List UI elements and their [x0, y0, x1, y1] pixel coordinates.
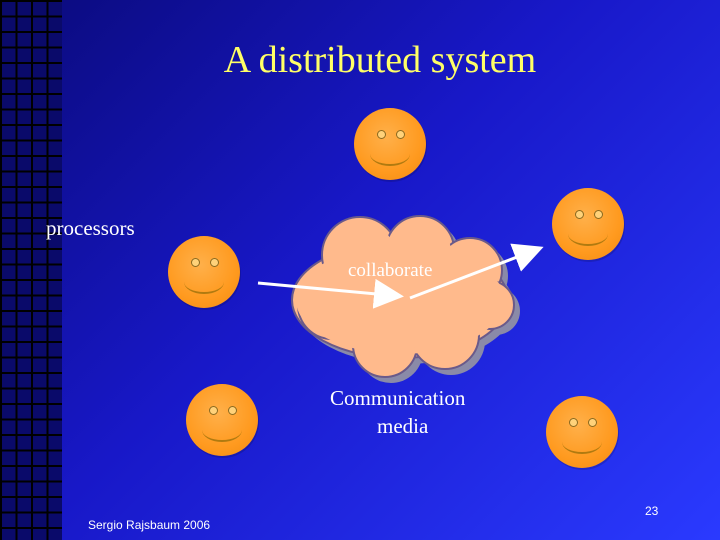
collaborate-label: collaborate [348, 260, 433, 281]
grid-pattern [0, 0, 62, 540]
author-footer: Sergio Rajsbaum 2006 [88, 518, 211, 532]
media-label: media [377, 414, 429, 438]
processors-label: processors [46, 216, 135, 240]
page-number: 23 [645, 504, 659, 518]
slide-title: A distributed system [223, 39, 537, 81]
smiley-face-icon [354, 108, 426, 180]
smiley-face-icon [168, 236, 240, 308]
communication-label: Communication [330, 386, 466, 410]
smiley-face-icon [552, 188, 624, 260]
arrow-to-processor [409, 243, 544, 300]
arrow-to-cloud [257, 278, 404, 309]
smiley-face-icon [186, 384, 258, 456]
smiley-face-icon [546, 396, 618, 468]
